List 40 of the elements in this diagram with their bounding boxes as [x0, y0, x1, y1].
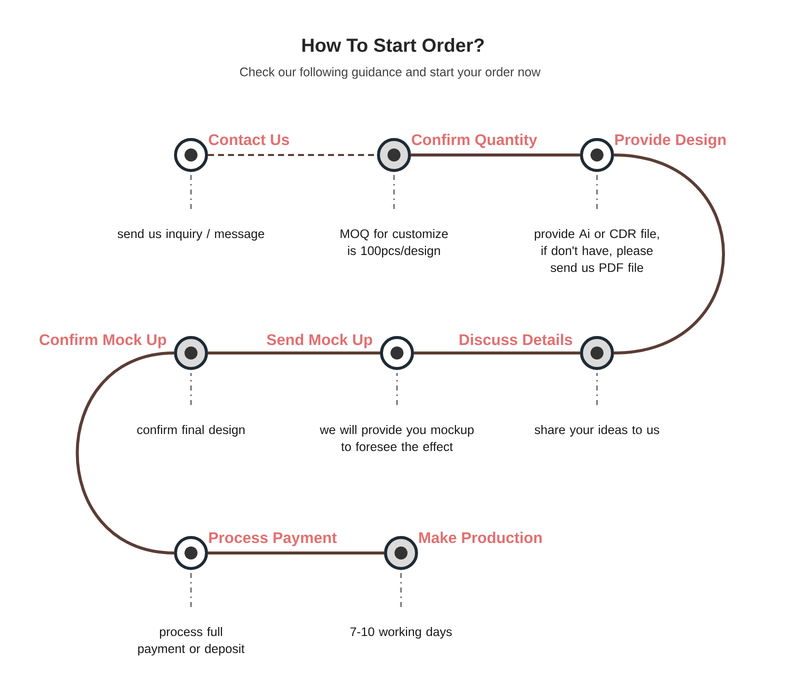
step-heading: Confirm Mock Up [40, 334, 166, 348]
step-heading: Confirm Quantity [412, 134, 538, 148]
step-heading: Discuss Details [460, 334, 572, 346]
connector-line [411, 154, 580, 156]
title: How To Start Order? [302, 38, 484, 52]
step-circle [174, 536, 208, 570]
step-heading: Send Mock Up [266, 334, 372, 348]
step-description: MOQ for customize is 100pcs/design [340, 229, 448, 258]
connector-line [208, 154, 377, 156]
leader-line [396, 372, 398, 406]
connector-line [614, 154, 725, 354]
step-description: provide Ai or CDR file, if don't have, please send us PDF file [534, 229, 659, 272]
step-description: process full payment or deposit [138, 626, 245, 656]
step-description: confirm final design [137, 425, 244, 437]
step-circle [384, 536, 418, 570]
step-description: we will provide you mockup to foresee the effect [320, 425, 474, 452]
step-circle [377, 138, 411, 172]
leader-line [190, 174, 192, 210]
step-circle [174, 138, 208, 172]
step-description: 7-10 working days [350, 626, 452, 639]
connector-line [208, 552, 384, 554]
connector-line [76, 352, 174, 554]
connector-line [208, 352, 380, 354]
step-heading: Process Payment [209, 532, 337, 546]
step-description: share your ideas to us [534, 425, 660, 437]
step-circle [580, 138, 614, 172]
connector-line [414, 352, 580, 354]
step-circle [380, 336, 414, 370]
step-circle [174, 336, 208, 370]
leader-line [596, 372, 598, 406]
leader-line [190, 572, 192, 608]
leader-line [400, 572, 402, 608]
leader-line [596, 174, 598, 210]
step-heading: Contact Us [208, 134, 290, 146]
leader-line [190, 372, 192, 406]
step-description: send us inquiry / message [118, 229, 264, 241]
step-heading: Provide Design [615, 134, 726, 148]
subtitle: Check our following guidance and start your order now [240, 67, 541, 79]
step-circle [580, 336, 614, 370]
step-heading: Make Production [419, 532, 542, 544]
